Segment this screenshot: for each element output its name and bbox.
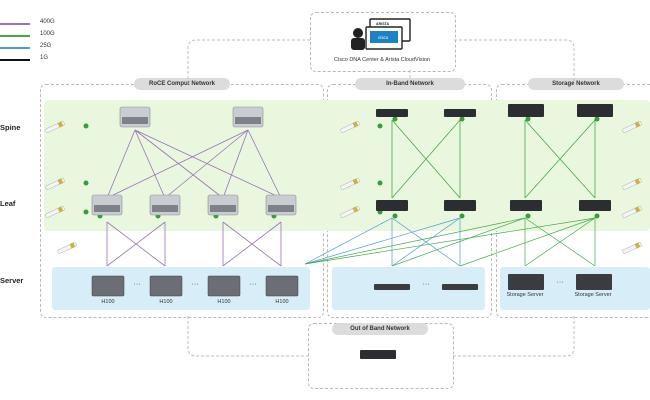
inband-spine-switches (376, 109, 476, 117)
gpu-server-label: H100 (159, 299, 173, 305)
gpu-server-label: H100 (101, 299, 115, 305)
leaf-fanout-links-25g (304, 217, 461, 267)
legend-100g-line (0, 35, 30, 37)
leaf-fanout-links-100g (304, 217, 596, 267)
storage-server-label: Storage Server (506, 292, 544, 298)
roce-leaf-server-links (106, 221, 282, 267)
ellipsis: ··· (191, 281, 199, 288)
ellipsis: ··· (556, 279, 564, 286)
gpu-servers (91, 275, 299, 297)
legend-100g: 100G (0, 31, 120, 41)
legend-25g-line (0, 47, 30, 49)
roce-spine-switches (119, 106, 264, 128)
legend-25g: 25G (0, 43, 120, 53)
legend-400g-line (0, 23, 30, 25)
storage-leaf-switches (510, 200, 611, 211)
ellipsis: ··· (133, 281, 141, 288)
tier-label-server: Server (0, 276, 24, 285)
monitor-icons (365, 18, 411, 50)
cisco-logo: cisco (378, 35, 389, 40)
management-caption: Cisco DNA Center & Arista CloudVision (334, 57, 430, 63)
legend-1g-line (0, 59, 30, 61)
legend-400g: 400G (0, 19, 120, 29)
gpu-server-label: H100 (217, 299, 231, 305)
storage-server-label: Storage Server (574, 292, 612, 298)
inband-servers (374, 284, 478, 290)
gpu-server-label: H100 (275, 299, 289, 305)
ellipsis: ··· (422, 281, 430, 288)
tier-label-leaf: Leaf (0, 199, 16, 208)
tier-label-spine: Spine (0, 123, 21, 132)
admin-person-icon (351, 28, 365, 50)
management-box (310, 12, 456, 72)
roce-network-label: RoCE Comput Network (134, 78, 230, 90)
inband-storage-spine-leaf-links (391, 119, 596, 199)
port-badges (83, 116, 600, 219)
oob-network-label: Out of Band Network (332, 323, 428, 335)
oob-switch (360, 350, 396, 359)
transceiver-icons (45, 121, 642, 254)
legend-400g-label: 400G (40, 19, 55, 25)
legend-25g-label: 25G (40, 43, 52, 49)
storage-network-label: Storage Network (528, 78, 624, 90)
inband-leaf-switches (376, 200, 476, 211)
legend-1g: 1G (0, 55, 120, 65)
roce-spine-leaf-links (106, 129, 282, 199)
storage-spine-switches (508, 104, 613, 117)
management-connectors (187, 39, 575, 357)
ellipsis: ··· (249, 281, 257, 288)
arista-logo: ARISTA (376, 22, 390, 26)
storage-servers (508, 274, 612, 290)
legend-1g-label: 1G (40, 55, 49, 61)
inband-network-label: In-Band Network (355, 78, 465, 90)
legend-100g-label: 100G (40, 31, 55, 37)
roce-leaf-switches (91, 194, 297, 216)
